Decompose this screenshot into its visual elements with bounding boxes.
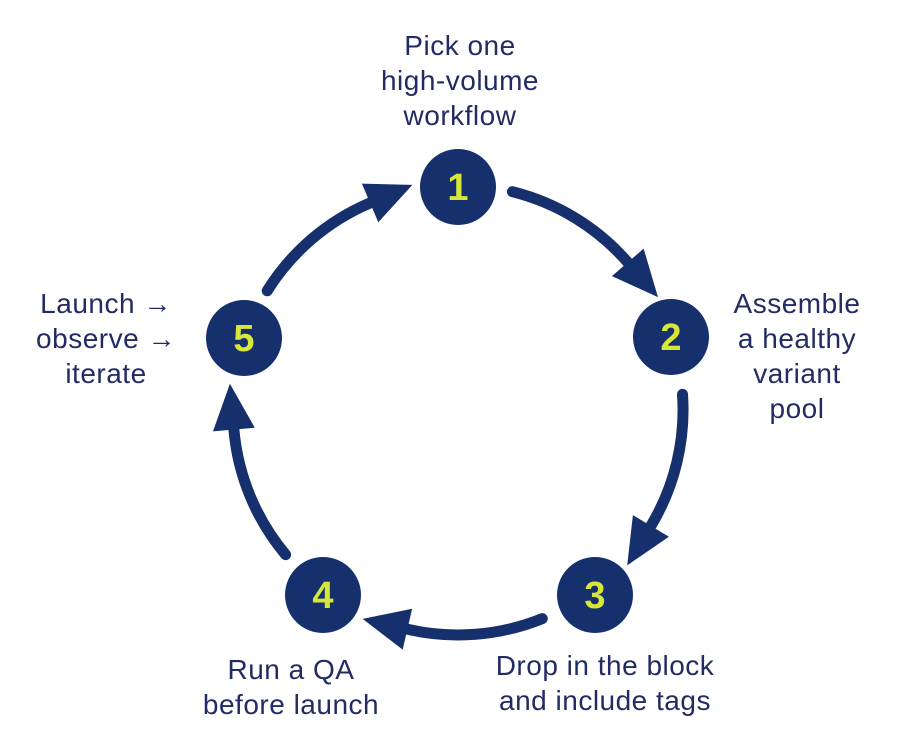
step-number-5: 5	[233, 318, 254, 360]
step-node-5	[206, 300, 282, 376]
arrow-step4-to-step5	[212, 383, 292, 561]
arrow-step5-to-step1	[261, 183, 413, 297]
step-label-3: Drop in the block and include tags	[495, 650, 715, 716]
arrow-step1-to-step2	[506, 186, 658, 298]
arrow-step3-to-step4	[362, 608, 548, 650]
step-node-3	[557, 557, 633, 633]
step-node-4	[285, 557, 361, 633]
step-node-2	[633, 299, 709, 375]
step-label-1: Pick one high-volume workflow	[380, 30, 540, 131]
step-label-5: Launch → observe → iterate	[36, 288, 176, 389]
step-number-3: 3	[584, 575, 605, 617]
step-label-4: Run a QA before launch	[202, 654, 380, 720]
step-number-4: 4	[312, 575, 333, 617]
step-node-1	[420, 149, 496, 225]
step-number-1: 1	[447, 167, 468, 209]
step-label-2: Assemble a healthy variant pool	[733, 288, 861, 424]
step-number-2: 2	[660, 317, 681, 359]
arrow-step2-to-step3	[627, 388, 689, 566]
